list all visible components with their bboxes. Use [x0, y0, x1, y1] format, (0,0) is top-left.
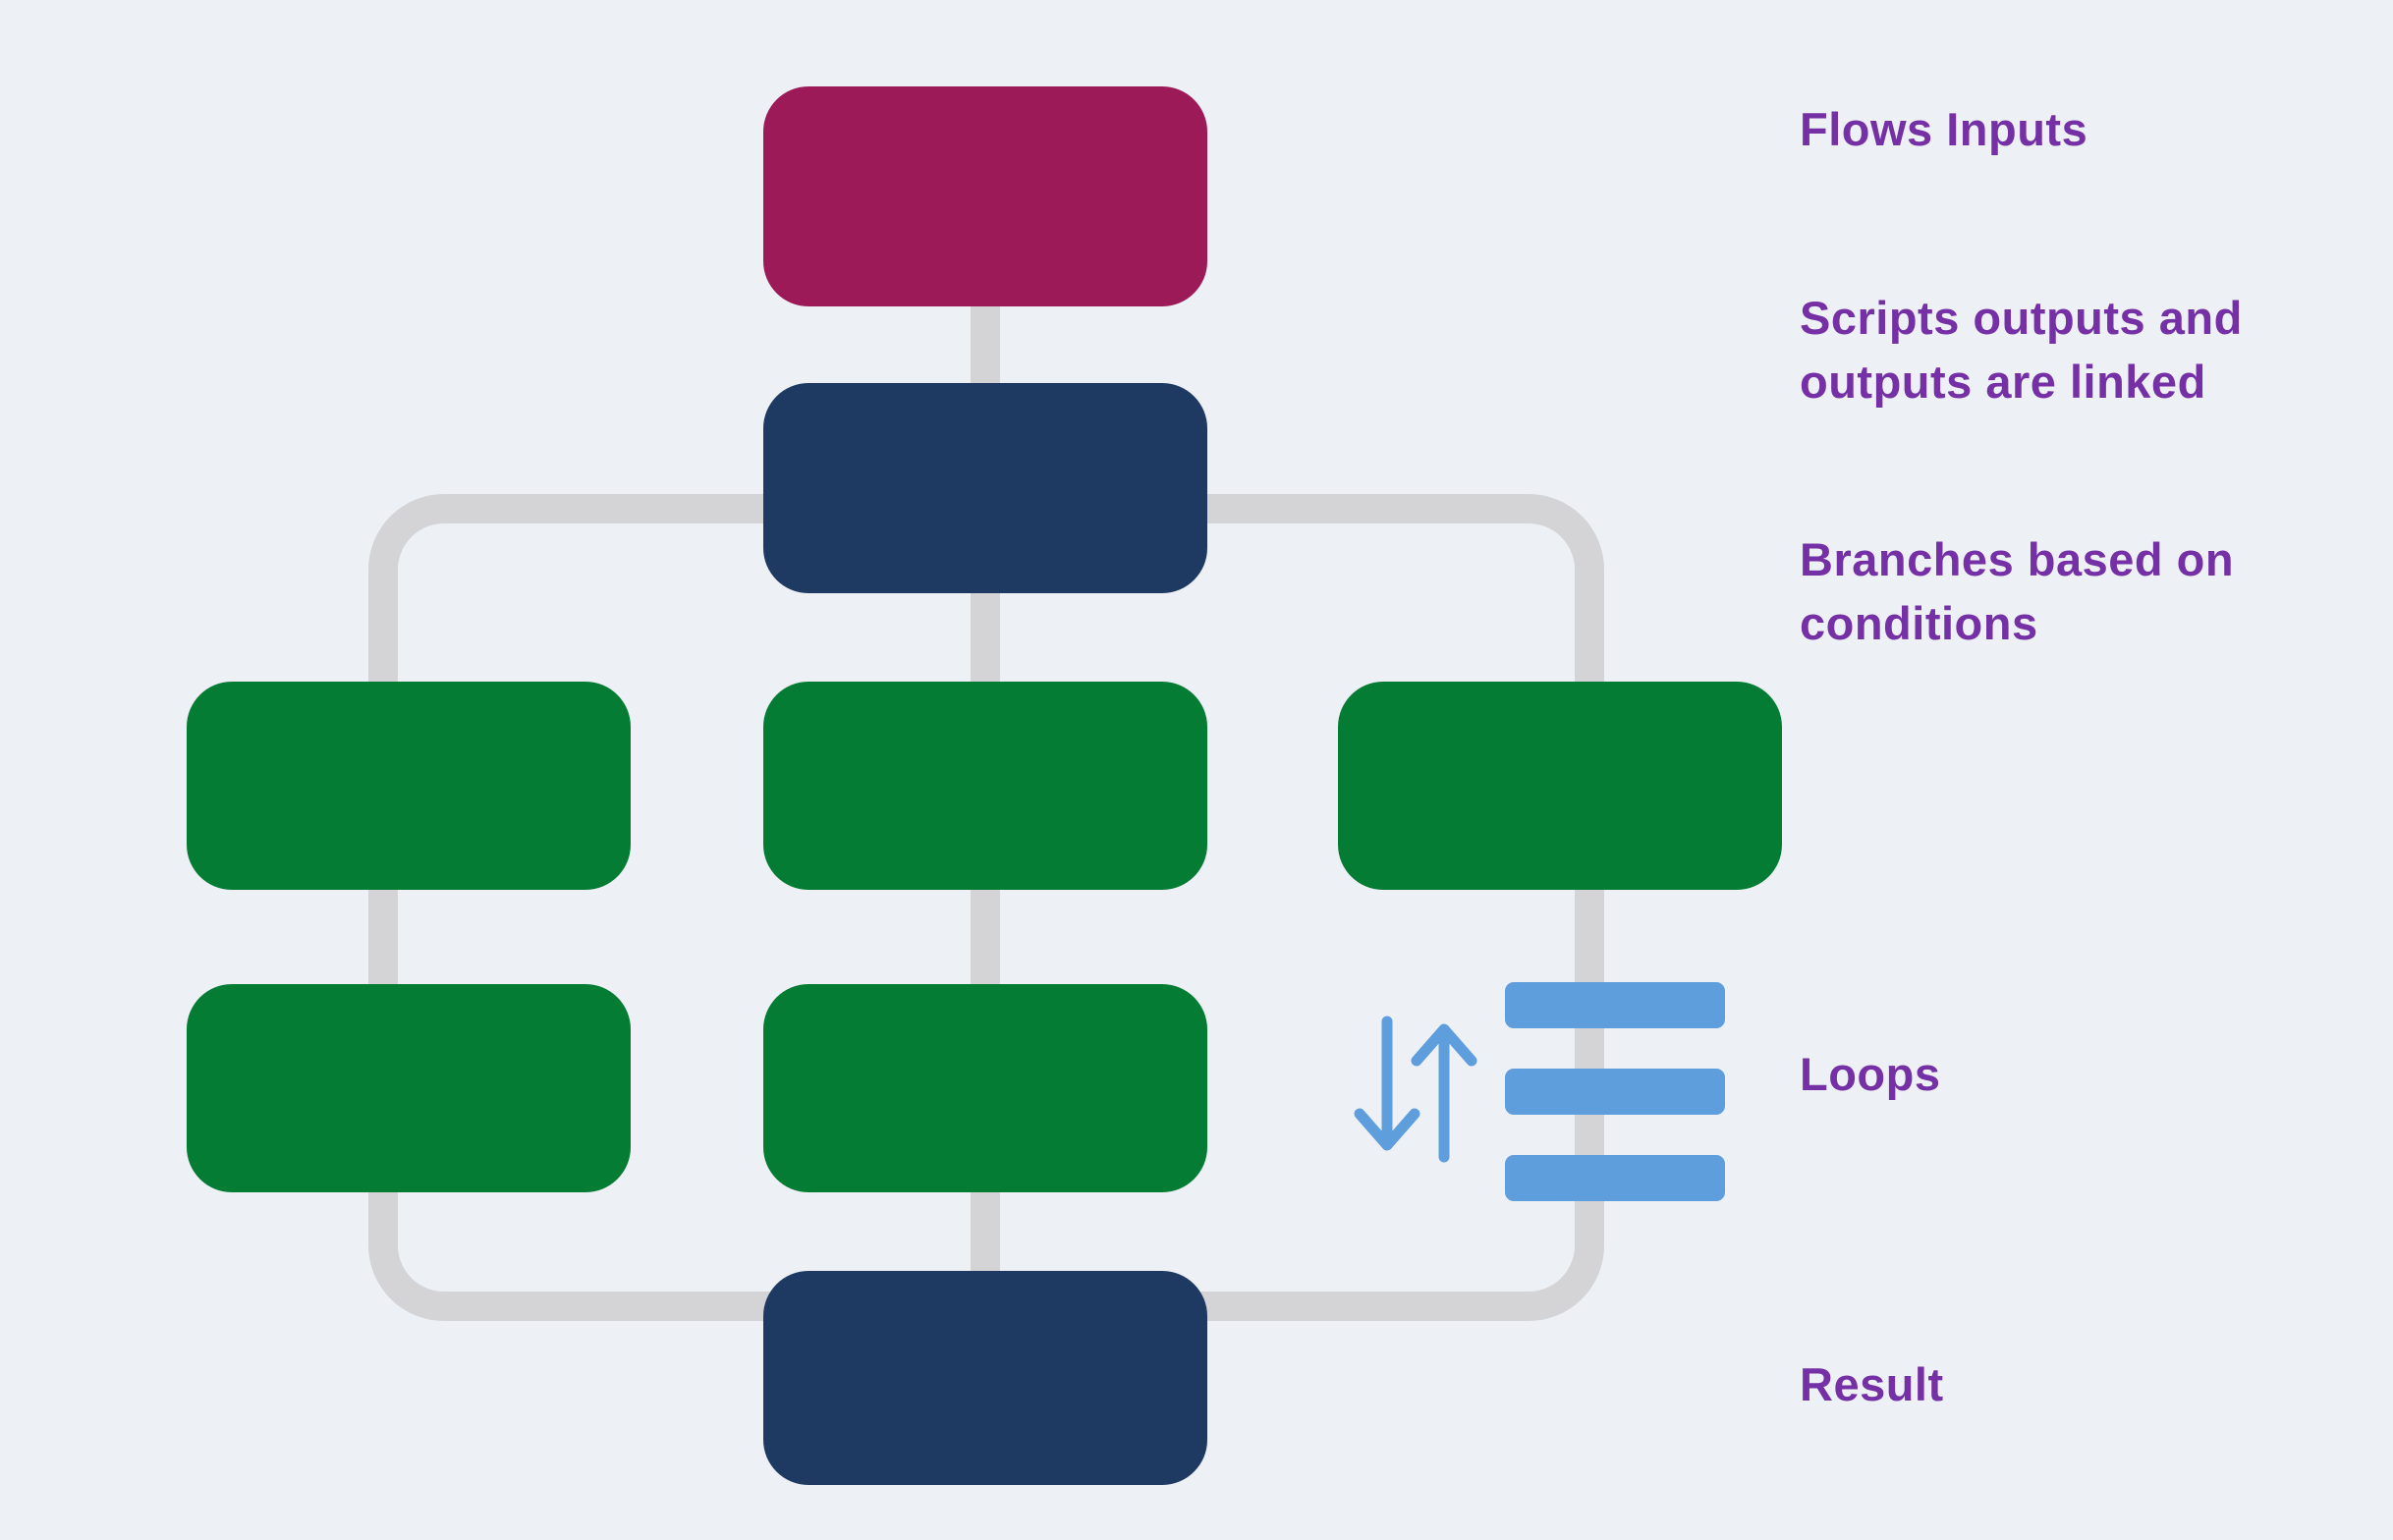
- up-down-arrows-icon: [1354, 1016, 1477, 1163]
- branch-node-left: [187, 682, 631, 890]
- down-arrow-icon: [1354, 1016, 1420, 1151]
- script-node-top: [763, 383, 1207, 593]
- legend-result: Result: [1800, 1358, 1944, 1410]
- branch-node-center-2: [763, 984, 1207, 1192]
- up-arrow-icon: [1411, 1023, 1477, 1163]
- loop-bar-3: [1505, 1155, 1725, 1201]
- loop-bar-2: [1505, 1069, 1725, 1115]
- branch-node-center: [763, 682, 1207, 890]
- branch-node-left-2: [187, 984, 631, 1192]
- legend-loops: Loops: [1800, 1048, 1941, 1100]
- loop-bar-1: [1505, 982, 1725, 1028]
- flow-nodes: [187, 86, 1782, 1485]
- result-node: [763, 1271, 1207, 1485]
- legend-branches: Branches based on conditions: [1800, 533, 2235, 649]
- legend-scripts-linked: Scripts outputs and outputs are linked: [1800, 292, 2243, 408]
- branch-node-right: [1338, 682, 1782, 890]
- flow-input-node: [763, 86, 1207, 306]
- legend-flows-inputs: Flows Inputs: [1800, 103, 2088, 155]
- loop-bars-icon: [1505, 982, 1725, 1201]
